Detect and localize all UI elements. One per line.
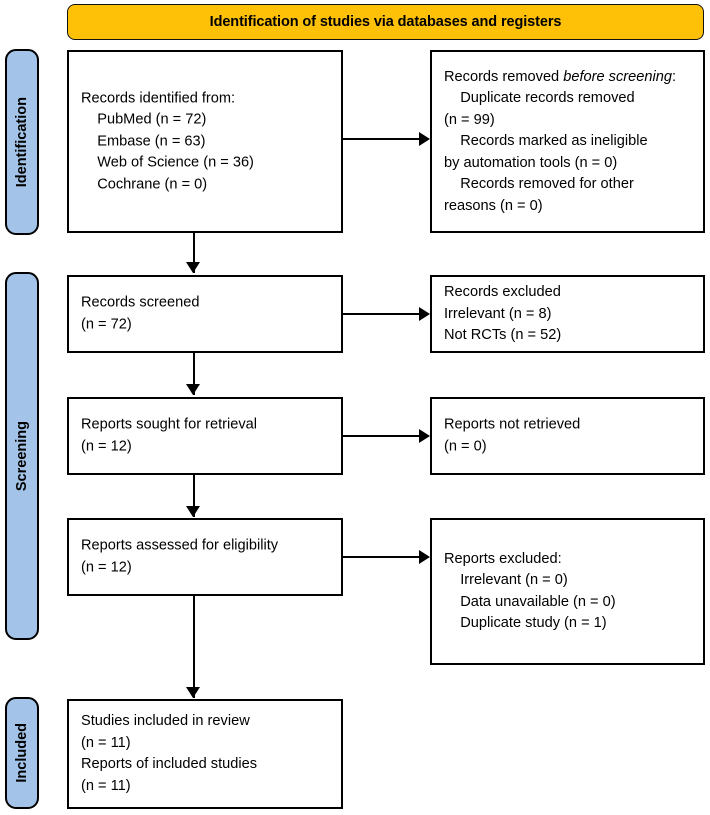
arrowhead-right-icon [419,429,430,443]
stage-label-identification: Identification [14,96,30,188]
arrowhead-down-icon [186,687,200,698]
stage-bar-included: Included [5,697,39,809]
box-records-identified-text: Records identified from: PubMed (n = 72)… [81,89,254,192]
box-records-screened: Records screened (n = 72) [67,275,343,353]
connector-identified-to-screened [193,233,196,273]
box-records-removed-text: Records removed before screening: Duplic… [444,66,695,217]
box-records-removed-before-screening: Records removed before screening: Duplic… [430,50,705,233]
arrowhead-right-icon [419,307,430,321]
box-studies-included-text: Studies included in review (n = 11) Repo… [81,713,258,794]
box-records-identified: Records identified from: PubMed (n = 72)… [67,50,343,233]
box-records-excluded-text: Records excluded Irrelevant (n = 8) Not … [444,283,562,343]
box-studies-included-in-review: Studies included in review (n = 11) Repo… [67,699,343,809]
connector-screened-to-sought [193,353,196,395]
connector-screened-to-excluded [343,313,421,316]
connector-sought-to-not-retrieved [343,435,421,438]
box-reports-sought-for-retrieval: Reports sought for retrieval (n = 12) [67,397,343,475]
arrowhead-down-icon [186,262,200,273]
box-reports-sought-text: Reports sought for retrieval (n = 12) [81,416,258,455]
records-removed-details: Duplicate records removed (n = 99) Recor… [444,89,648,214]
box-reports-not-retrieved-text: Reports not retrieved (n = 0) [444,416,581,455]
connector-assessed-to-included [193,596,196,698]
connector-identified-to-removed [343,138,421,141]
box-reports-assessed-for-eligibility: Reports assessed for eligibility (n = 12… [67,518,343,596]
box-reports-assessed-text: Reports assessed for eligibility (n = 12… [81,537,279,576]
records-removed-emphasis: before screening [563,68,672,85]
stage-label-screening: Screening [14,420,30,492]
stage-bar-screening: Screening [5,272,39,640]
records-removed-colon: : [671,68,677,85]
arrowhead-down-icon [186,506,200,517]
arrowhead-right-icon [419,550,430,564]
header-banner: Identification of studies via databases … [67,4,704,40]
arrowhead-down-icon [186,384,200,395]
box-records-screened-text: Records screened (n = 72) [81,294,200,333]
connector-sought-to-assessed [193,475,196,517]
stage-bar-identification: Identification [5,49,39,235]
box-records-excluded: Records excluded Irrelevant (n = 8) Not … [430,275,705,353]
box-reports-not-retrieved: Reports not retrieved (n = 0) [430,397,705,475]
arrowhead-right-icon [419,132,430,146]
box-reports-excluded: Reports excluded: Irrelevant (n = 0) Dat… [430,518,705,665]
box-reports-excluded-text: Reports excluded: Irrelevant (n = 0) Dat… [444,550,616,632]
connector-assessed-to-excluded [343,556,421,559]
stage-label-included: Included [14,723,30,783]
records-removed-lead: Records removed [444,68,564,85]
header-title: Identification of studies via databases … [209,14,562,30]
